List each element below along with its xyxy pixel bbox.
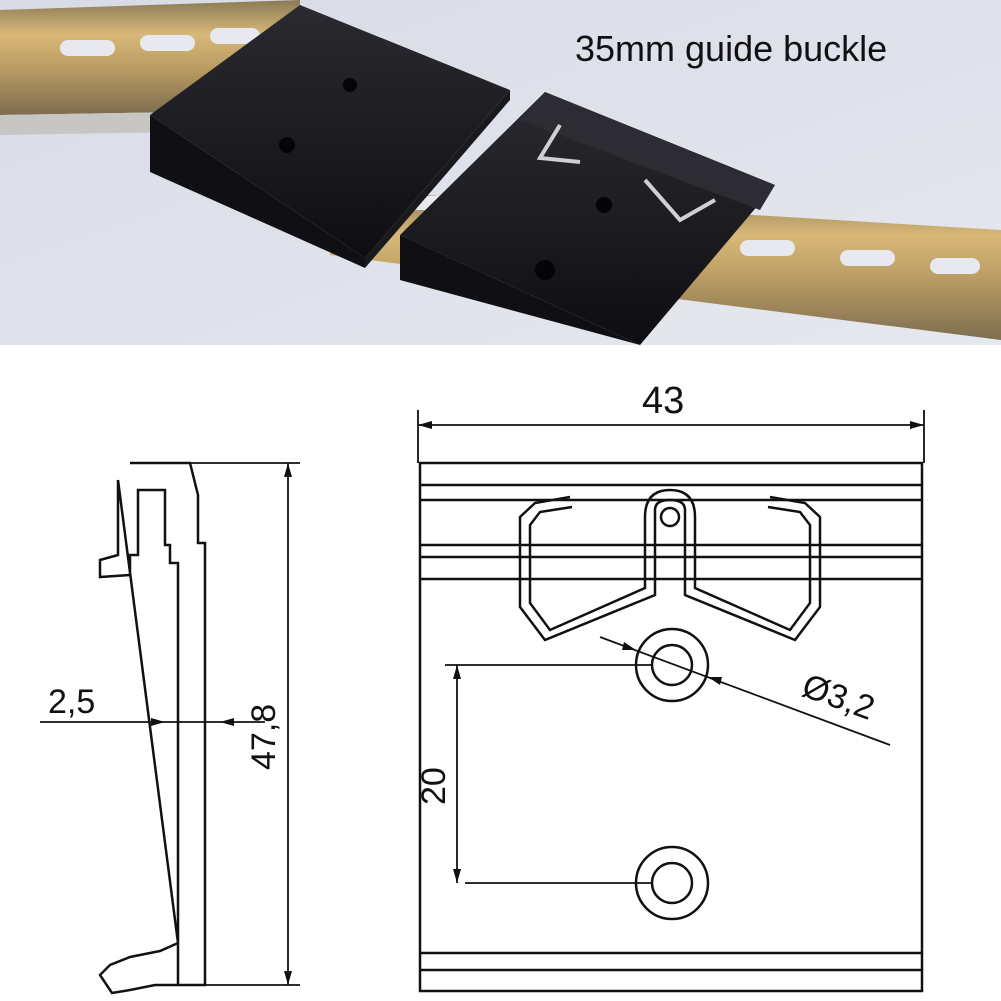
front-view-plate — [418, 461, 924, 993]
dim-thickness-label: 2,5 — [48, 683, 95, 721]
dim-hole-spacing-label: 20 — [415, 767, 453, 805]
caption: 35mm guide buckle — [575, 28, 888, 69]
dim-width-label: 43 — [642, 380, 684, 422]
spring-clip — [518, 488, 822, 642]
dim-height-label: 47,8 — [245, 704, 283, 770]
technical-drawing: 43 2,5 47,8 20 Ø3,2 — [40, 380, 925, 995]
side-profile — [98, 461, 207, 995]
dim-hole-diameter-label: Ø3,2 — [797, 667, 879, 728]
clip-left — [150, 5, 510, 268]
product-photo — [0, 0, 1001, 345]
clip-right — [400, 92, 775, 345]
